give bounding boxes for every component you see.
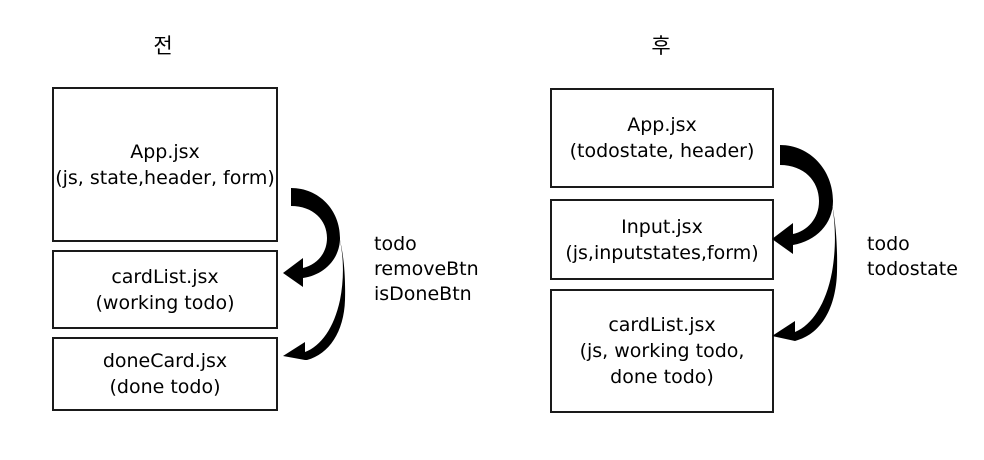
node-box-line: cardList.jsx [111, 265, 219, 288]
node-box-line: (done todo) [109, 376, 221, 398]
node-box-line: doneCard.jsx [102, 350, 228, 372]
arrow-label: todo [374, 233, 417, 255]
node-box-line: (todostate, header) [569, 140, 755, 162]
node-box-app-before: App.jsx (js, state,header, form) [52, 87, 278, 242]
node-box-line: done todo) [610, 366, 714, 388]
node-box-donecard-before: doneCard.jsx (done todo) [52, 337, 278, 411]
node-box-line: Input.jsx [621, 215, 703, 238]
node-box-line: App.jsx [130, 140, 200, 163]
node-box-cardlist-before: cardList.jsx (working todo) [52, 250, 278, 329]
node-box-cardlist-after: cardList.jsx (js, working todo, done tod… [550, 289, 774, 413]
node-box-line: (js,inputstates,form) [565, 241, 759, 264]
node-box-app-after: App.jsx (todostate, header) [550, 88, 774, 188]
node-box-line: (working todo) [95, 291, 235, 314]
column-heading-after: 후 [651, 34, 671, 58]
column-heading-before: 전 [153, 34, 173, 58]
arrow-label: todostate [867, 258, 958, 280]
forked-curved-arrow-icon-after [772, 145, 838, 341]
arrow-label: todo [867, 233, 910, 255]
arrow-label: isDoneBtn [374, 283, 472, 305]
arrow-labels-before: todo removeBtn isDoneBtn [374, 232, 479, 307]
node-box-line: (js, working todo, [579, 340, 745, 362]
arrow-labels-after: todo todostate [867, 232, 958, 282]
node-box-line: (js, state,header, form) [55, 166, 275, 189]
forked-curved-arrow-icon-before [283, 188, 346, 360]
arrow-label: removeBtn [374, 258, 479, 280]
node-box-line: cardList.jsx [608, 314, 716, 336]
node-box-input-after: Input.jsx (js,inputstates,form) [550, 199, 774, 280]
node-box-line: App.jsx [627, 114, 697, 136]
